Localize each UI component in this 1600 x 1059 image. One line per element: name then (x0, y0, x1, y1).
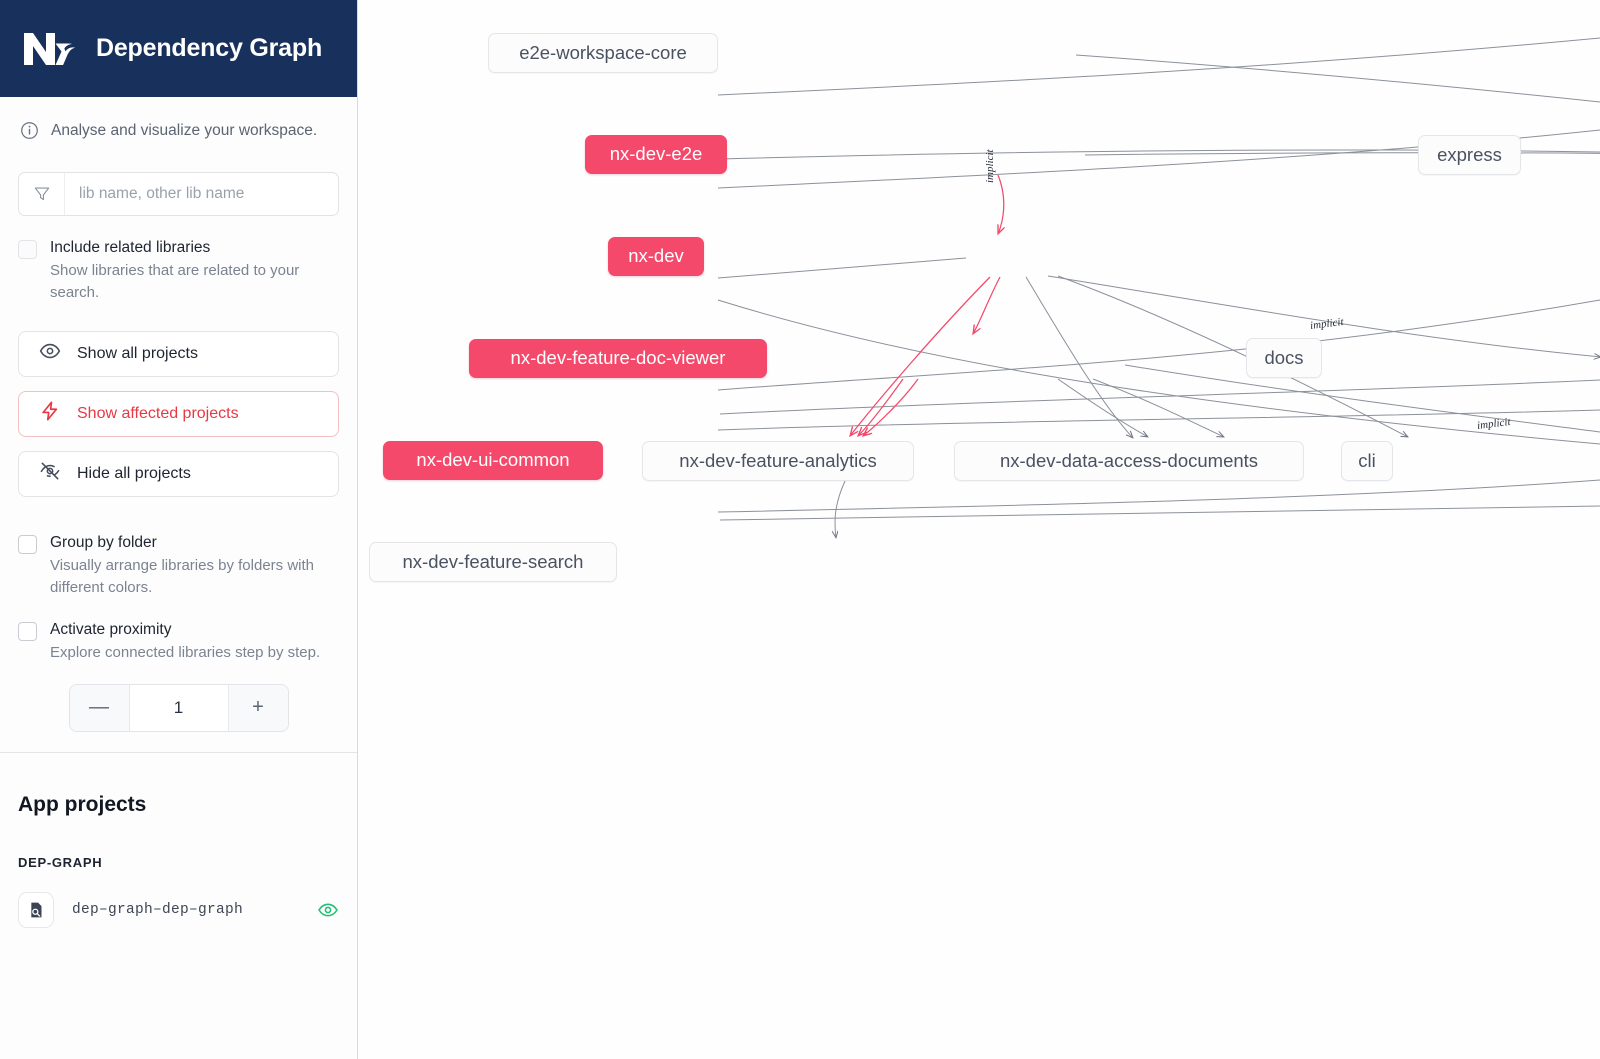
sidebar: Dependency Graph Analyse and visualize y… (0, 0, 358, 1059)
info-icon (20, 121, 39, 140)
show-all-projects-button[interactable]: Show all projects (18, 330, 339, 377)
graph-node-nx-dev-feature-search[interactable]: nx-dev-feature-search (369, 542, 617, 582)
hide-all-projects-label: Hide all projects (77, 464, 191, 482)
tagline-text: Analyse and visualize your workspace. (51, 121, 318, 139)
graph-node-nx-dev-e2e[interactable]: nx-dev-e2e (585, 135, 727, 174)
graph-node-nx-dev-data-access-documents[interactable]: nx-dev-data-access-documents (954, 441, 1304, 481)
graph-node-docs[interactable]: docs (1246, 338, 1322, 378)
nx-logo-icon (22, 29, 76, 69)
project-group-label: DEP-GRAPH (18, 854, 103, 870)
search-input[interactable] (65, 173, 338, 215)
proximity-decrement-button[interactable]: — (69, 684, 130, 731)
project-list-section: App projects DEP-GRAPH dep–graph–dep–gra… (0, 753, 357, 928)
include-related-libraries-option[interactable]: Include related libraries Show libraries… (18, 238, 339, 303)
proximity-stepper[interactable]: — 1 + (68, 683, 289, 732)
graph-node-nx-dev-feature-analytics[interactable]: nx-dev-feature-analytics (642, 441, 914, 481)
show-affected-projects-label: Show affected projects (77, 404, 239, 422)
activate-proximity-label: Activate proximity (50, 620, 172, 638)
proximity-value: 1 (173, 697, 184, 717)
eye-off-icon (39, 460, 61, 487)
graph-node-nx-dev-feature-doc-viewer[interactable]: nx-dev-feature-doc-viewer (469, 339, 767, 378)
include-related-libraries-label: Include related libraries (50, 239, 211, 256)
graph-node-express[interactable]: express (1418, 135, 1521, 175)
group-by-folder-label: Group by folder (50, 533, 157, 551)
include-related-libraries-description: Show libraries that are related to your … (50, 262, 300, 301)
list-item[interactable]: dep–graph–dep–graph (18, 891, 339, 928)
filter-funnel-icon (19, 173, 65, 215)
project-name: dep–graph–dep–graph (72, 901, 244, 918)
graph-node-nx-dev[interactable]: nx-dev (608, 237, 704, 276)
activate-proximity-checkbox[interactable] (18, 621, 37, 641)
search-box[interactable] (18, 172, 339, 216)
activate-proximity-option[interactable]: Activate proximity Explore connected lib… (18, 620, 339, 664)
activate-proximity-description: Explore connected libraries step by step… (50, 644, 321, 662)
sidebar-scroll: Analyse and visualize your workspace. In… (0, 97, 357, 1059)
graph-node-e2e-workspace-core[interactable]: e2e-workspace-core (488, 33, 718, 73)
graph-edges (717, 37, 1600, 1059)
sidebar-header: Dependency Graph (0, 0, 357, 97)
graph-node-nx-dev-ui-common[interactable]: nx-dev-ui-common (383, 441, 603, 480)
dependency-graph-canvas[interactable]: implicit implicit implicit e2e-workspace… (358, 0, 1600, 1059)
group-by-folder-checkbox[interactable] (18, 534, 37, 554)
graph-node-cli[interactable]: cli (1341, 441, 1393, 481)
group-by-folder-description: Visually arrange libraries by folders wi… (50, 557, 315, 596)
sidebar-controls: Analyse and visualize your workspace. In… (0, 97, 357, 753)
eye-icon[interactable] (317, 899, 339, 921)
app-projects-heading: App projects (18, 792, 147, 816)
app-title: Dependency Graph (96, 34, 323, 62)
show-affected-projects-button[interactable]: Show affected projects (18, 390, 339, 437)
include-related-libraries-checkbox[interactable] (18, 240, 37, 259)
show-all-projects-label: Show all projects (77, 344, 198, 362)
edge-label-implicit: implicit (984, 149, 996, 183)
tagline: Analyse and visualize your workspace. (18, 97, 339, 140)
hide-all-projects-button[interactable]: Hide all projects (18, 450, 339, 497)
proximity-increment-button[interactable]: + (227, 684, 288, 731)
group-by-folder-option[interactable]: Group by folder Visually arrange librari… (18, 533, 339, 598)
lightning-bolt-icon (39, 400, 61, 427)
eye-icon (39, 340, 61, 367)
spacer (18, 497, 339, 511)
document-search-icon (18, 891, 54, 928)
